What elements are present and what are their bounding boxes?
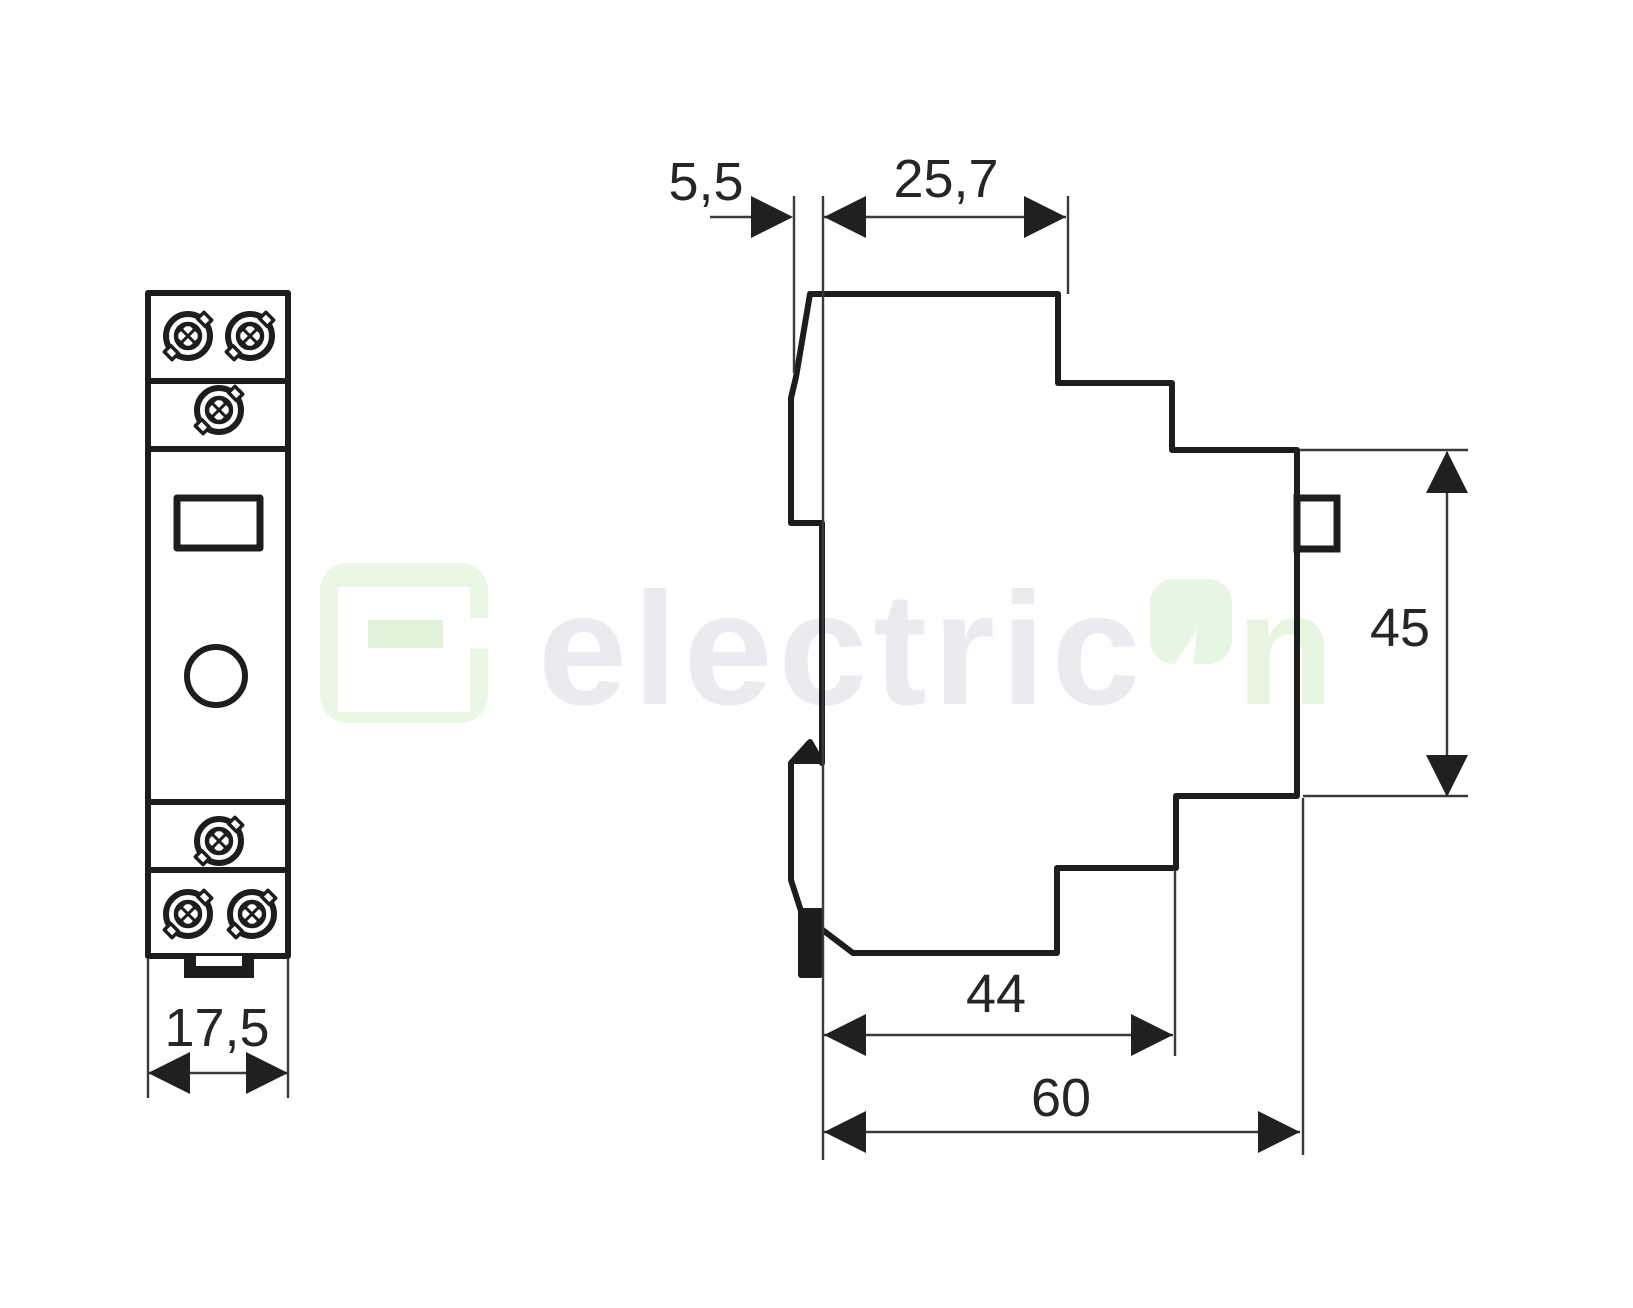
- dimension-arrow: [1426, 451, 1468, 493]
- dimension-arrow: [1258, 1111, 1300, 1153]
- dimension-arrow: [246, 1052, 288, 1094]
- terminal-screw: [195, 817, 244, 866]
- logo-inner-cut: [338, 587, 470, 712]
- watermark-o-tile: [1150, 579, 1233, 695]
- dimension-label-mid-depth: 44: [966, 964, 1026, 1024]
- terminal-screw: [228, 890, 277, 939]
- dimension-height: 45: [1370, 451, 1468, 797]
- din-clip-side: [799, 908, 822, 976]
- dimension-arrow: [824, 196, 866, 238]
- dimension-arrow: [1024, 196, 1066, 238]
- front-section-dividers: [148, 378, 288, 873]
- dimension-arrow: [1131, 1014, 1173, 1056]
- dimension-label-rail-offset: 5,5: [668, 152, 743, 212]
- terminal-screw: [164, 312, 213, 361]
- terminal-screw: [164, 890, 213, 939]
- din-clip-notch: [196, 956, 242, 966]
- dimension-total-depth: 60: [824, 1068, 1300, 1153]
- side-view: [788, 291, 1341, 978]
- terminal-screws: [164, 312, 277, 939]
- dimension-arrow: [1426, 755, 1468, 797]
- side-latch-tab: [1293, 494, 1341, 553]
- logo-middle-bar: [368, 620, 444, 648]
- terminal-screw: [226, 312, 275, 361]
- dimension-front-width: 17,5: [148, 998, 288, 1094]
- front-view: [145, 290, 291, 978]
- dimension-top-depth: 25,7: [824, 149, 1066, 238]
- extension-lines: [146, 196, 1468, 1160]
- dimension-label-front-width: 17,5: [164, 998, 269, 1058]
- dimension-arrow: [751, 196, 793, 238]
- dimension-label-total-depth: 60: [1031, 1068, 1091, 1128]
- dimension-arrow: [148, 1052, 190, 1094]
- watermark-text-head: electric: [538, 559, 1147, 738]
- terminal-screw: [195, 386, 244, 435]
- lightning-bolt-icon: [1168, 629, 1215, 695]
- dimension-mid-depth: 44: [824, 964, 1173, 1056]
- side-profile-outline: [788, 291, 1300, 978]
- dimension-rail-offset: 5,5: [668, 152, 793, 238]
- indicator-window: [173, 494, 264, 552]
- dimension-label-height: 45: [1370, 598, 1430, 658]
- brand-logo: [320, 563, 496, 723]
- dimension-arrow: [824, 1111, 866, 1153]
- control-button: [184, 644, 248, 708]
- dimension-label-top-depth: 25,7: [893, 149, 998, 209]
- dimension-arrow: [824, 1014, 866, 1056]
- logo-right-notch: [443, 618, 496, 649]
- din-pawl: [789, 740, 824, 764]
- watermark-text-tail: n: [1236, 559, 1341, 738]
